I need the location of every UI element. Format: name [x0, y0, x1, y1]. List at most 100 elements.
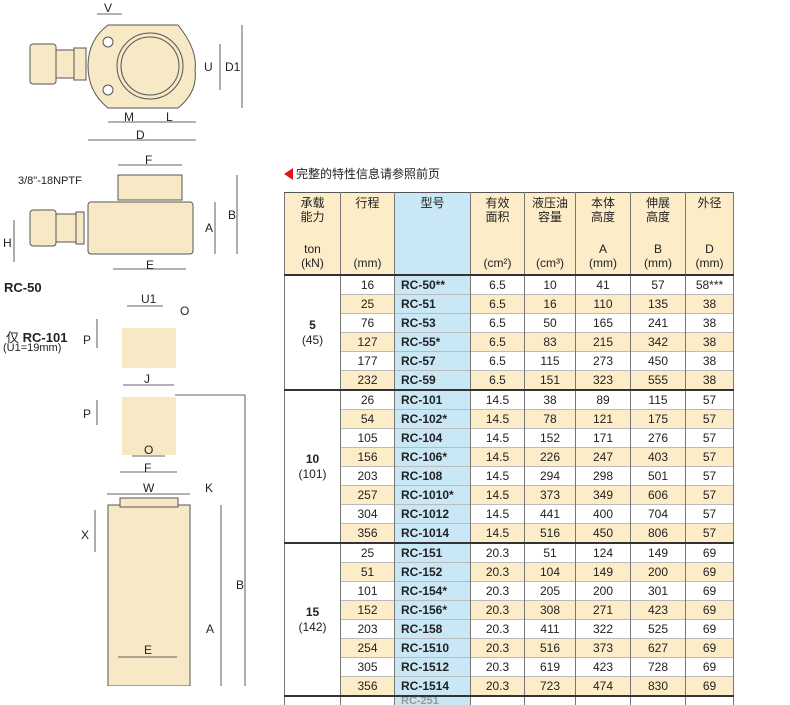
value-cell: 728	[630, 657, 686, 677]
value-cell: 177	[340, 351, 395, 371]
capacity-kn: (101)	[298, 466, 327, 481]
value-cell: 400	[575, 504, 631, 524]
value-cell: 57	[685, 447, 734, 467]
value-cell: 78	[524, 409, 576, 429]
value-cell: 20.3	[470, 600, 525, 620]
value-cell: 69	[685, 542, 734, 563]
value-cell: 115	[524, 351, 576, 371]
value-cell: 555	[630, 370, 686, 390]
red-triangle-icon	[284, 167, 293, 180]
model-cell: RC-154*	[394, 581, 471, 601]
label-e2: E	[144, 643, 153, 657]
column-header-title: 有效 面积	[485, 196, 510, 224]
value-cell: 115	[630, 389, 686, 410]
model-cell: RC-57	[394, 351, 471, 371]
value-cell: 14.5	[470, 504, 525, 524]
value-cell: 69	[685, 581, 734, 601]
label-o2: O	[144, 443, 154, 457]
capacity-cell: 15(142)	[284, 542, 341, 696]
model-cell: RC-53	[394, 313, 471, 333]
only-model-sub: (U1=19mm)	[3, 342, 62, 354]
value-cell: 57	[685, 523, 734, 543]
value-cell: 298	[575, 466, 631, 486]
technical-drawings	[13, 13, 246, 686]
column-header-units: ton (kN)	[301, 242, 324, 270]
label-w: W	[143, 481, 155, 495]
value-cell: 135	[630, 294, 686, 314]
label-k: K	[205, 481, 214, 495]
label-o: O	[180, 304, 190, 318]
value-cell: 69	[685, 676, 734, 696]
value-cell: 57	[685, 485, 734, 505]
value-cell: 156	[340, 447, 395, 467]
column-header-units: A (mm)	[589, 242, 617, 270]
value-cell: 51	[340, 562, 395, 582]
value-cell	[575, 695, 631, 705]
side-view-drawing	[29, 174, 194, 255]
value-cell: 57	[685, 389, 734, 410]
value-cell: 50	[524, 313, 576, 333]
value-cell: 247	[575, 447, 631, 467]
label-p: P	[83, 333, 92, 347]
value-cell: 151	[524, 370, 576, 390]
model-cell: RC-1014	[394, 523, 471, 543]
value-cell: 38	[685, 313, 734, 333]
value-cell: 38	[685, 351, 734, 371]
value-cell: 38	[524, 389, 576, 410]
model-cell: RC-1512	[394, 657, 471, 677]
value-cell: 57	[685, 504, 734, 524]
value-cell: 294	[524, 466, 576, 486]
value-cell: 349	[575, 485, 631, 505]
value-cell: 110	[575, 294, 631, 314]
value-cell: 16	[340, 274, 395, 295]
value-cell: 6.5	[470, 294, 525, 314]
value-cell: 69	[685, 600, 734, 620]
value-cell: 322	[575, 619, 631, 639]
value-cell: 232	[340, 370, 395, 390]
column-header-units: (cm³)	[536, 256, 564, 270]
label-e: E	[146, 258, 155, 272]
model-cell: RC-156*	[394, 600, 471, 620]
value-cell: 215	[575, 332, 631, 352]
drawing-caption: RC-50	[4, 280, 42, 295]
value-cell: 276	[630, 428, 686, 448]
model-cell: RC-158	[394, 619, 471, 639]
value-cell: 323	[575, 370, 631, 390]
value-cell: 69	[685, 657, 734, 677]
value-cell: 101	[340, 581, 395, 601]
value-cell: 57	[630, 274, 686, 295]
value-cell: 104	[524, 562, 576, 582]
value-cell: 149	[630, 542, 686, 563]
value-cell: 373	[575, 638, 631, 658]
label-d1: D1	[225, 60, 241, 74]
reference-note-text: 完整的特性信息请参照前页	[296, 167, 441, 181]
value-cell: 171	[575, 428, 631, 448]
value-cell: 14.5	[470, 466, 525, 486]
value-cell	[630, 695, 686, 705]
label-thread: 3/8"-18NPTF	[18, 175, 82, 187]
capacity-ton: 10	[305, 451, 320, 466]
column-header: 液压油 容量(cm³)	[524, 192, 576, 276]
value-cell: 69	[685, 619, 734, 639]
column-header-units: (mm)	[353, 256, 382, 270]
value-cell: 441	[524, 504, 576, 524]
column-header-title: 行程	[355, 196, 380, 210]
value-cell: 226	[524, 447, 576, 467]
value-cell: 305	[340, 657, 395, 677]
value-cell: 54	[340, 409, 395, 429]
model-cell: RC-1514	[394, 676, 471, 696]
model-cell: RC-59	[394, 370, 471, 390]
value-cell: 6.5	[470, 351, 525, 371]
value-cell: 20.3	[470, 676, 525, 696]
tall-view-drawing	[107, 497, 191, 686]
